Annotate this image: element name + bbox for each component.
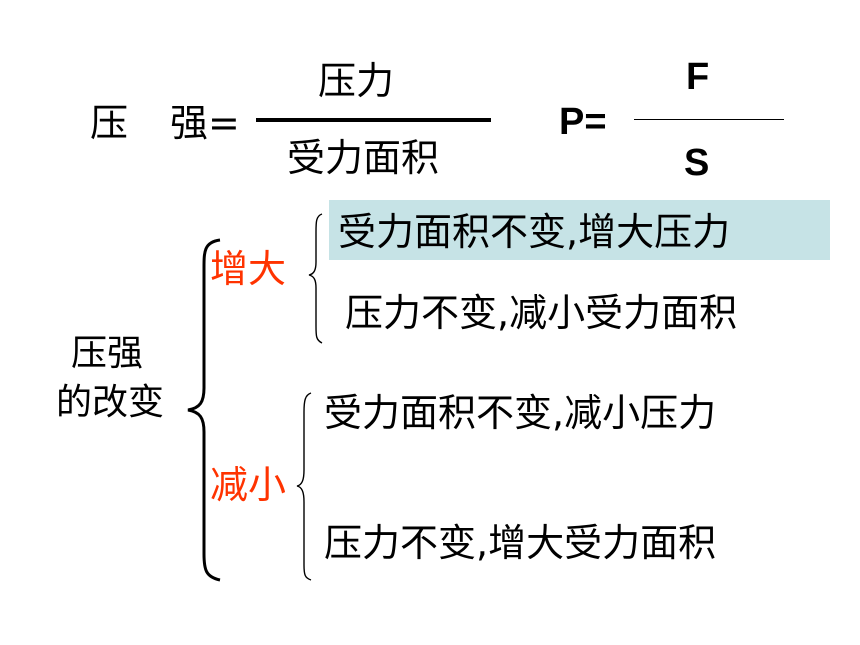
formula-denominator: 受力面积 [287, 136, 440, 180]
branch-label-increase: 增大 [210, 247, 287, 291]
symbol-lhs: P= [559, 101, 607, 143]
formula-lhs-char-2: 强= [170, 101, 240, 145]
symbol-denominator: S [684, 142, 710, 184]
tree-root-line-2: 的改变 [56, 382, 165, 423]
formula-lhs-char-1: 压 [90, 101, 129, 145]
increase-item-2: 压力不变,减小受力面积 [345, 291, 738, 335]
symbol-numerator: F [686, 56, 710, 98]
decrease-item-1: 受力面积不变,减小压力 [324, 391, 717, 435]
tree-root-line-1: 压强 [71, 333, 144, 374]
highlight-box [329, 200, 830, 260]
branch-label-decrease: 减小 [210, 463, 287, 507]
formula-fraction-bar [256, 118, 491, 122]
formula-numerator: 压力 [318, 59, 395, 103]
symbol-fraction-bar [634, 119, 784, 120]
decrease-item-2: 压力不变,增大受力面积 [324, 521, 717, 565]
increase-item-1: 受力面积不变,增大压力 [338, 210, 731, 254]
